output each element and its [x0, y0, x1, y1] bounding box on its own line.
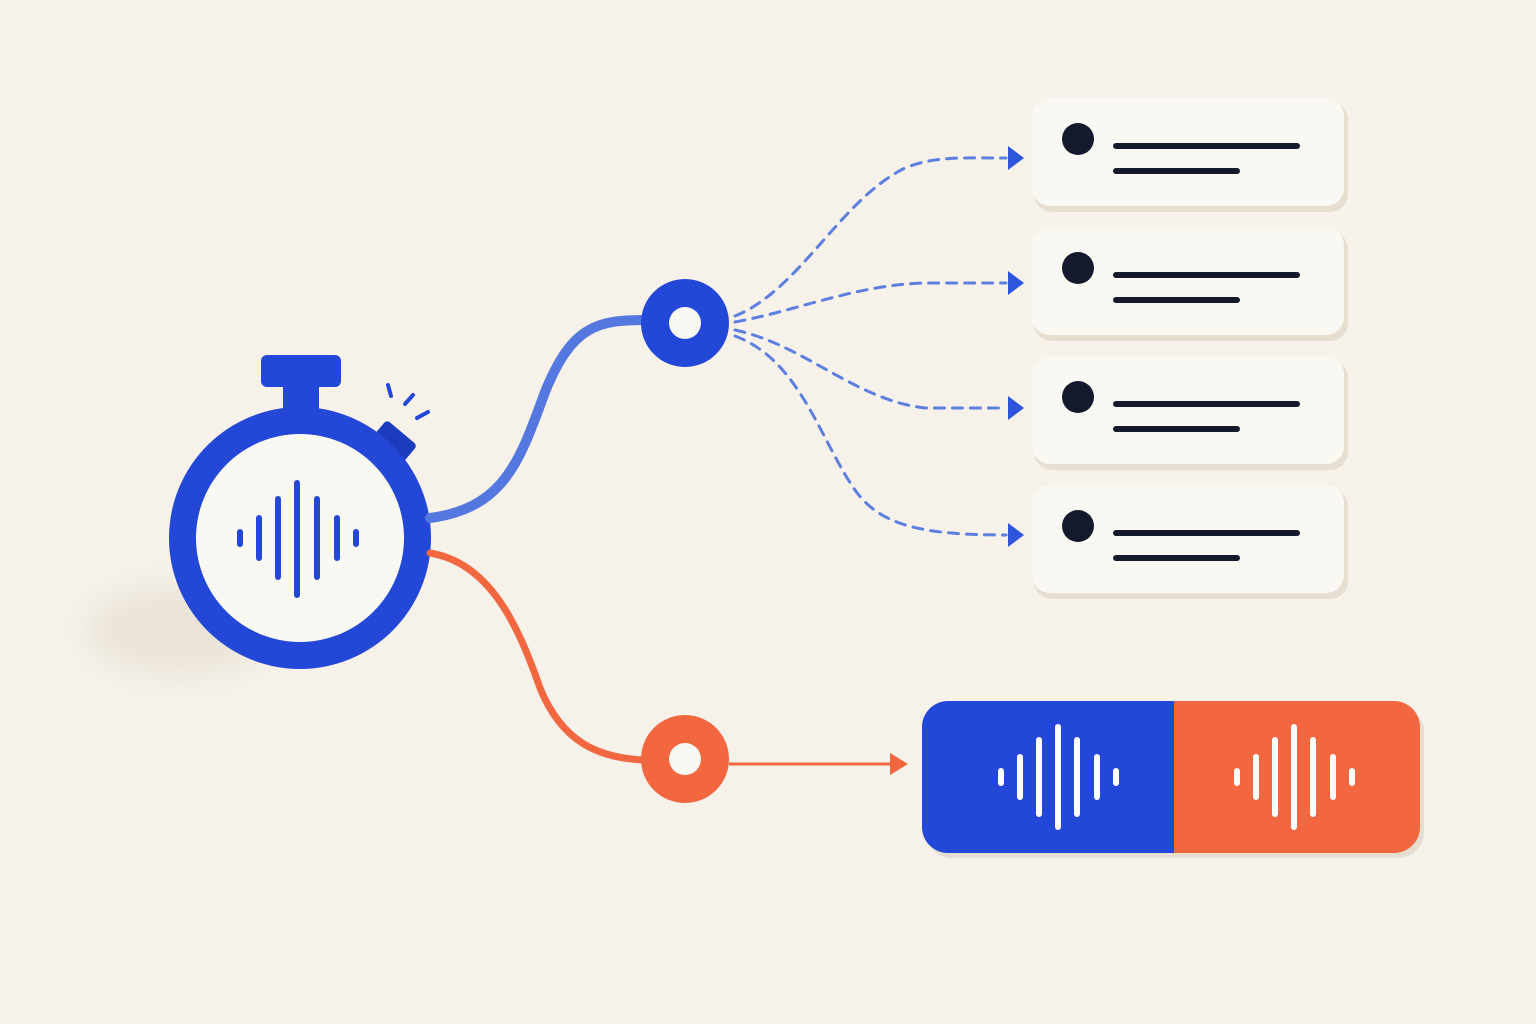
- transcript-card: [1032, 485, 1348, 599]
- audio-waveform-icon: [998, 724, 1119, 830]
- arrowhead-icon: [1008, 146, 1024, 170]
- transcript-card: [1032, 356, 1348, 470]
- bullet-dot-icon: [1062, 510, 1094, 542]
- bullet-dot-icon: [1062, 381, 1094, 413]
- stopwatch-icon: [90, 355, 431, 672]
- dashed-branches: [733, 156, 1008, 537]
- bullet-dot-icon: [1062, 123, 1094, 155]
- stopwatch-side-knob: [374, 421, 416, 461]
- tick-marks-icon: [386, 383, 430, 420]
- arrowhead-icon: [890, 753, 908, 775]
- arrowhead-icon: [1008, 271, 1024, 295]
- ring-node-icon-orange: [641, 715, 729, 803]
- arrowheads: [1008, 146, 1024, 547]
- transcript-card: [1032, 227, 1348, 341]
- arrowhead-icon: [1008, 396, 1024, 420]
- connector-blue: [425, 315, 651, 523]
- branch-to-card-4: [733, 334, 1008, 537]
- arrowhead-icon: [1008, 523, 1024, 547]
- stopwatch-stem: [283, 385, 319, 411]
- branch-to-card-1: [733, 156, 1008, 318]
- audio-waveform-icon: [237, 480, 359, 598]
- transcript-cards: [1032, 98, 1348, 599]
- transcript-card: [1032, 98, 1348, 212]
- audio-output: [922, 701, 1424, 858]
- ring-node-icon-blue: [641, 279, 729, 367]
- branch-to-card-3: [733, 328, 1008, 410]
- stopwatch-button: [261, 355, 341, 387]
- audio-waveform-icon: [1234, 724, 1355, 830]
- connector-orange: [426, 549, 648, 764]
- branch-to-card-2: [733, 281, 1008, 324]
- bullet-dot-icon: [1062, 252, 1094, 284]
- audio-segment-blue: [922, 701, 1174, 853]
